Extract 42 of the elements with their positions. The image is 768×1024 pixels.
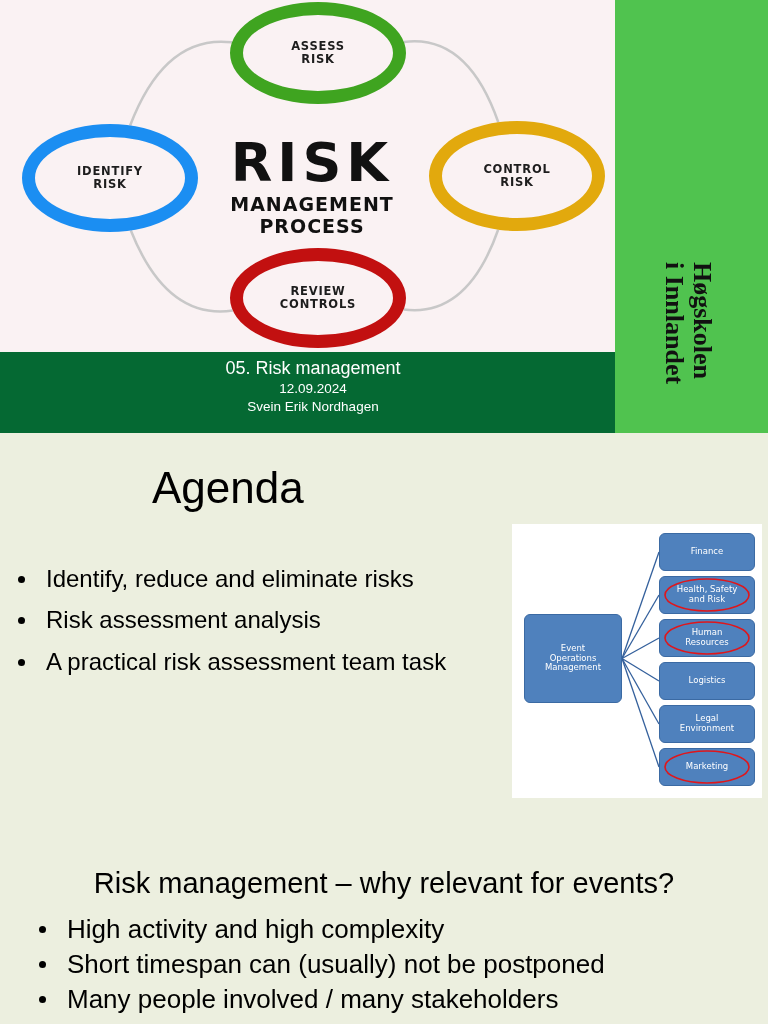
org-unit-label: Logistics [688, 676, 726, 686]
org-unit-label: Human Resources [684, 628, 730, 648]
step-ring [230, 248, 406, 348]
bullet-text: Short timespan can (usually) not be postponed [67, 949, 606, 981]
step-label: IDENTIFY RISK [76, 164, 144, 192]
step-ring [429, 121, 605, 231]
step-label: CONTROL RISK [482, 162, 552, 190]
org-unit-label: Marketing [685, 762, 729, 772]
connector-line [621, 657, 660, 682]
bullet-text: Many people involved / many stakeholders [67, 984, 560, 1016]
step-ring [230, 2, 406, 104]
author-name: Svein Erik Nordhagen [246, 399, 380, 416]
date-text: 12.09.2024 [278, 381, 348, 398]
connector-line [621, 657, 660, 725]
connector-line [403, 229, 500, 312]
bullet-text: Risk assessment analysis [46, 606, 322, 635]
connector-line [621, 594, 660, 660]
org-unit-box [659, 662, 755, 700]
step-label: ASSESS RISK [290, 39, 346, 67]
step-label: REVIEW CONTROLS [279, 284, 357, 312]
connector-line [621, 657, 660, 768]
org-unit-label: Event Operations Management [544, 643, 602, 674]
org-unit-label: Legal Environment [679, 714, 735, 734]
org-unit-box [524, 614, 622, 703]
org-unit-box [659, 533, 755, 571]
step-ring [22, 124, 198, 232]
connector-line [403, 40, 500, 123]
diagram-title-text: RISK [229, 136, 395, 190]
org-unit-label: Health, Safety and Risk [676, 585, 738, 605]
slide-title: 05. Risk management [224, 358, 402, 380]
org-unit-box [659, 705, 755, 743]
institution-name: Høgskolen i Innlandet [661, 262, 716, 386]
slide-heading: Risk management – why relevant for events? [92, 866, 676, 901]
org-unit-label: Finance [690, 547, 724, 557]
bullet-text: High activity and high complexity [67, 914, 446, 946]
diagram-subtitle-text: MANAGEMENT PROCESS [229, 194, 395, 238]
connector-line [129, 229, 233, 313]
bullet-text: A practical risk assessment team task [46, 648, 448, 677]
connector-line [128, 40, 232, 126]
slide-heading: Agenda [152, 462, 305, 514]
bullet-text: Identify, reduce and eliminate risks [46, 565, 415, 594]
connector-line [621, 637, 660, 660]
